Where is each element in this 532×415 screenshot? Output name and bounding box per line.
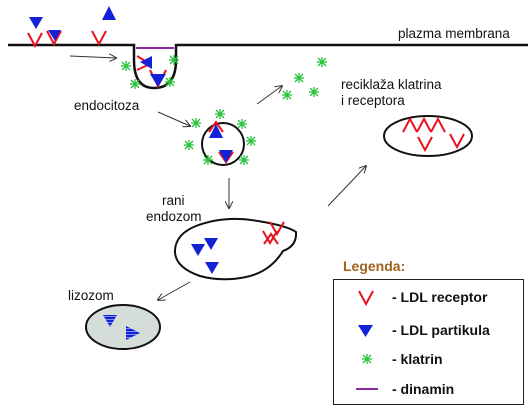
pit-clathrin: [121, 55, 179, 89]
ldl-particle-icon: [48, 30, 61, 41]
pit-contents: [136, 55, 167, 89]
recycling-label-line2: i receptora: [341, 93, 405, 108]
legend-item-particle: - LDL partikula: [392, 322, 490, 338]
clathrin-icon: [362, 354, 372, 364]
legend-title: Legenda:: [343, 258, 406, 274]
arrow-to-recycling: [327, 166, 366, 207]
early-endosome-label-line2: endozom: [146, 209, 202, 224]
early-endosome: [173, 217, 298, 281]
membrane-label: plazma membrana: [398, 26, 510, 41]
early-endosome-label-line1: rani: [162, 193, 185, 208]
recycling-label-line1: reciklaža klatrina: [341, 77, 442, 92]
lysosome-label: lizozom: [68, 288, 114, 303]
legend-item-clathrin: - klatrin: [392, 351, 443, 367]
lysosome: [85, 304, 161, 350]
recycling-receptors: [402, 116, 465, 153]
ldl-particle-icon: [102, 6, 116, 20]
legend-icons: [356, 290, 378, 390]
released-clathrin: [282, 57, 327, 100]
vesicle-clathrin: [184, 109, 256, 165]
plasma-membrane: [8, 43, 528, 90]
endocytosis-label: endocitoza: [74, 98, 140, 113]
ldl-receptor-icon: [46, 30, 62, 47]
ldl-receptor-icon: [27, 32, 43, 49]
ldl-receptor-icon: [358, 290, 374, 307]
arrow-to-lysosome: [158, 281, 191, 300]
legend-item-dynamin: - dinamin: [392, 381, 455, 397]
lysosome-contents: [103, 315, 140, 340]
legend-item-receptor: - LDL receptor: [392, 289, 488, 305]
ldl-receptor-icon: [91, 30, 107, 47]
surface-ldl-particles: [29, 6, 116, 41]
legend-box: [333, 279, 524, 405]
ldl-particle-icon: [358, 325, 373, 337]
arrow-clathrin-release: [256, 86, 282, 105]
vesicle-contents: [208, 120, 234, 164]
surface-receptors: [27, 30, 107, 49]
ldl-particle-icon: [29, 17, 43, 29]
arrow-to-vesicle: [157, 111, 190, 126]
endosome-contents: [191, 221, 285, 274]
recycling-vesicle: [383, 115, 473, 157]
arrow-to-pit: [69, 56, 116, 58]
